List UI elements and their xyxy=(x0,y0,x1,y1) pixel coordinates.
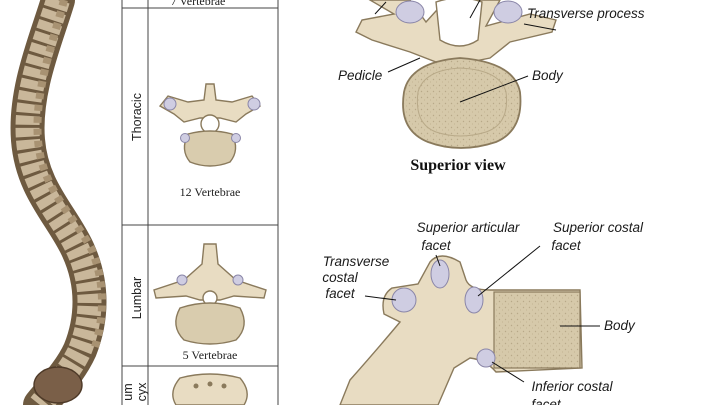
lateral-body-label: Body xyxy=(604,318,636,333)
region-grid xyxy=(121,0,279,405)
cervical-caption: 7 Vertebrae xyxy=(171,0,226,8)
superior-costal-label-1: Superior costal xyxy=(553,220,644,235)
superior-body-label: Body xyxy=(532,68,564,83)
thoracic-label: Thoracic xyxy=(130,93,144,141)
transverse-process-label: Transverse process xyxy=(527,6,645,21)
sacrum-shape xyxy=(172,373,248,405)
spine-column xyxy=(10,0,107,405)
thoracic-vertebra xyxy=(158,83,262,167)
superior-articular-label-1: Superior articular xyxy=(417,220,520,235)
superior-articular-label-2: facet xyxy=(421,238,452,253)
coccyx-label: cyx xyxy=(135,382,149,402)
inferior-costal-label-2: facet xyxy=(531,397,562,405)
lateral-vertebra xyxy=(339,255,583,405)
lumbar-vertebra xyxy=(153,243,267,345)
sacrum-label: um xyxy=(121,383,135,400)
transverse-costal-label-3: facet xyxy=(325,286,356,301)
transverse-costal-label-1: Transverse xyxy=(323,254,390,269)
lumbar-label: Lumbar xyxy=(130,277,144,319)
superior-vertebra xyxy=(355,0,557,149)
superior-costal-label-2: facet xyxy=(551,238,582,253)
thoracic-caption: 12 Vertebrae xyxy=(180,185,241,199)
superior-view-title: Superior view xyxy=(410,157,506,174)
pedicle-label: Pedicle xyxy=(338,68,382,83)
transverse-costal-label-2: costal xyxy=(322,270,358,285)
lumbar-caption: 5 Vertebrae xyxy=(183,348,238,362)
inferior-costal-label-1: Inferior costal xyxy=(531,379,613,394)
